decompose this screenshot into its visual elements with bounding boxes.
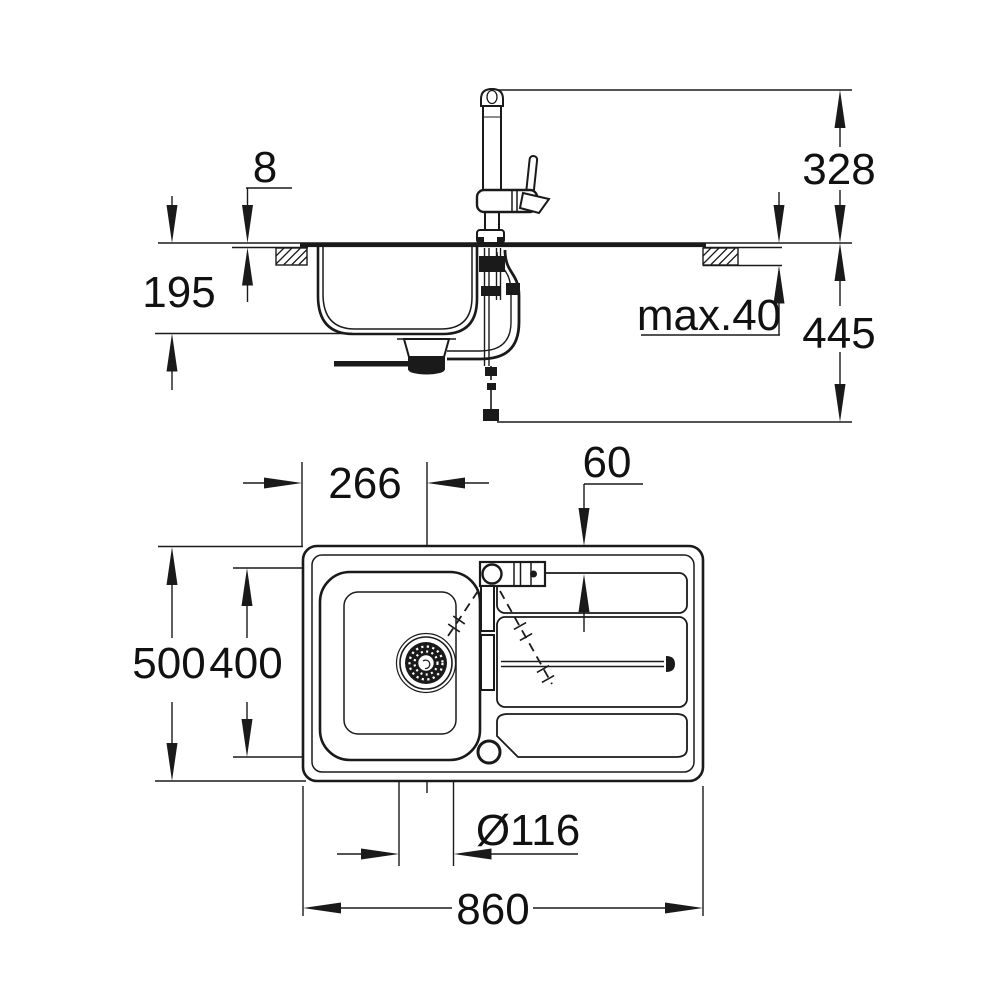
dim-label-under-counter-clearance: 445 [802, 309, 875, 358]
dim-label-counter-thickness: max.40 [637, 291, 781, 340]
dim-overall-width: 860 [303, 885, 703, 934]
elevation-view: 8 195 328 445 [142, 87, 876, 423]
groove-end-cap [666, 656, 675, 672]
dim-bowl-depth: 195 [142, 196, 216, 390]
tap-side-profile [475, 87, 551, 244]
drain-and-trap-section [334, 248, 521, 421]
dim-label-tap-hole-offset: 60 [583, 438, 632, 487]
tap-lever-handle [525, 155, 539, 194]
dim-overall-depth: 500 [132, 547, 206, 781]
tap-plan [447, 560, 555, 691]
counter-section-right [702, 246, 782, 267]
overflow-hole [476, 739, 502, 765]
sink-bowl-section [316, 247, 479, 336]
dim-label-overall-depth: 500 [132, 639, 205, 688]
tap-pivot [481, 563, 503, 585]
drain-plan [395, 632, 457, 694]
dim-tap-height: 328 [802, 90, 876, 243]
tap-spout-plan [480, 585, 495, 632]
sink-rim-section [300, 243, 706, 248]
mounting-bar [334, 361, 412, 367]
plan-view: 266 60 500 400 [132, 438, 705, 934]
drainboard-plan [476, 572, 688, 765]
dim-label-bowl-depth: 195 [142, 268, 215, 317]
dim-tap-hole-offset: 60 [578, 438, 643, 632]
dim-counter-thickness: max.40 [637, 192, 785, 340]
dim-label-bowl-outer-depth: 400 [209, 639, 282, 688]
dim-label-overall-width: 860 [456, 885, 529, 934]
dim-under-counter-clearance: 445 [802, 243, 876, 422]
counter-section-left [232, 246, 308, 266]
dim-rim-height: 8 [242, 143, 292, 302]
dim-bowl-outer-depth: 400 [209, 568, 283, 757]
tap-handle-base [518, 191, 551, 215]
tap-spout-cap [480, 87, 504, 107]
dim-label-tap-height: 328 [802, 145, 875, 194]
dim-label-drain-hole-diameter: Ø116 [476, 806, 580, 855]
sink-inner-rim [311, 554, 695, 773]
dim-label-rim-height: 8 [253, 143, 277, 192]
dim-drain-hole-diameter: Ø116 [337, 806, 580, 860]
dim-drain-from-left: 266 [243, 459, 489, 508]
dim-label-drain-from-left: 266 [328, 459, 401, 508]
swivel-range-left [447, 590, 479, 637]
